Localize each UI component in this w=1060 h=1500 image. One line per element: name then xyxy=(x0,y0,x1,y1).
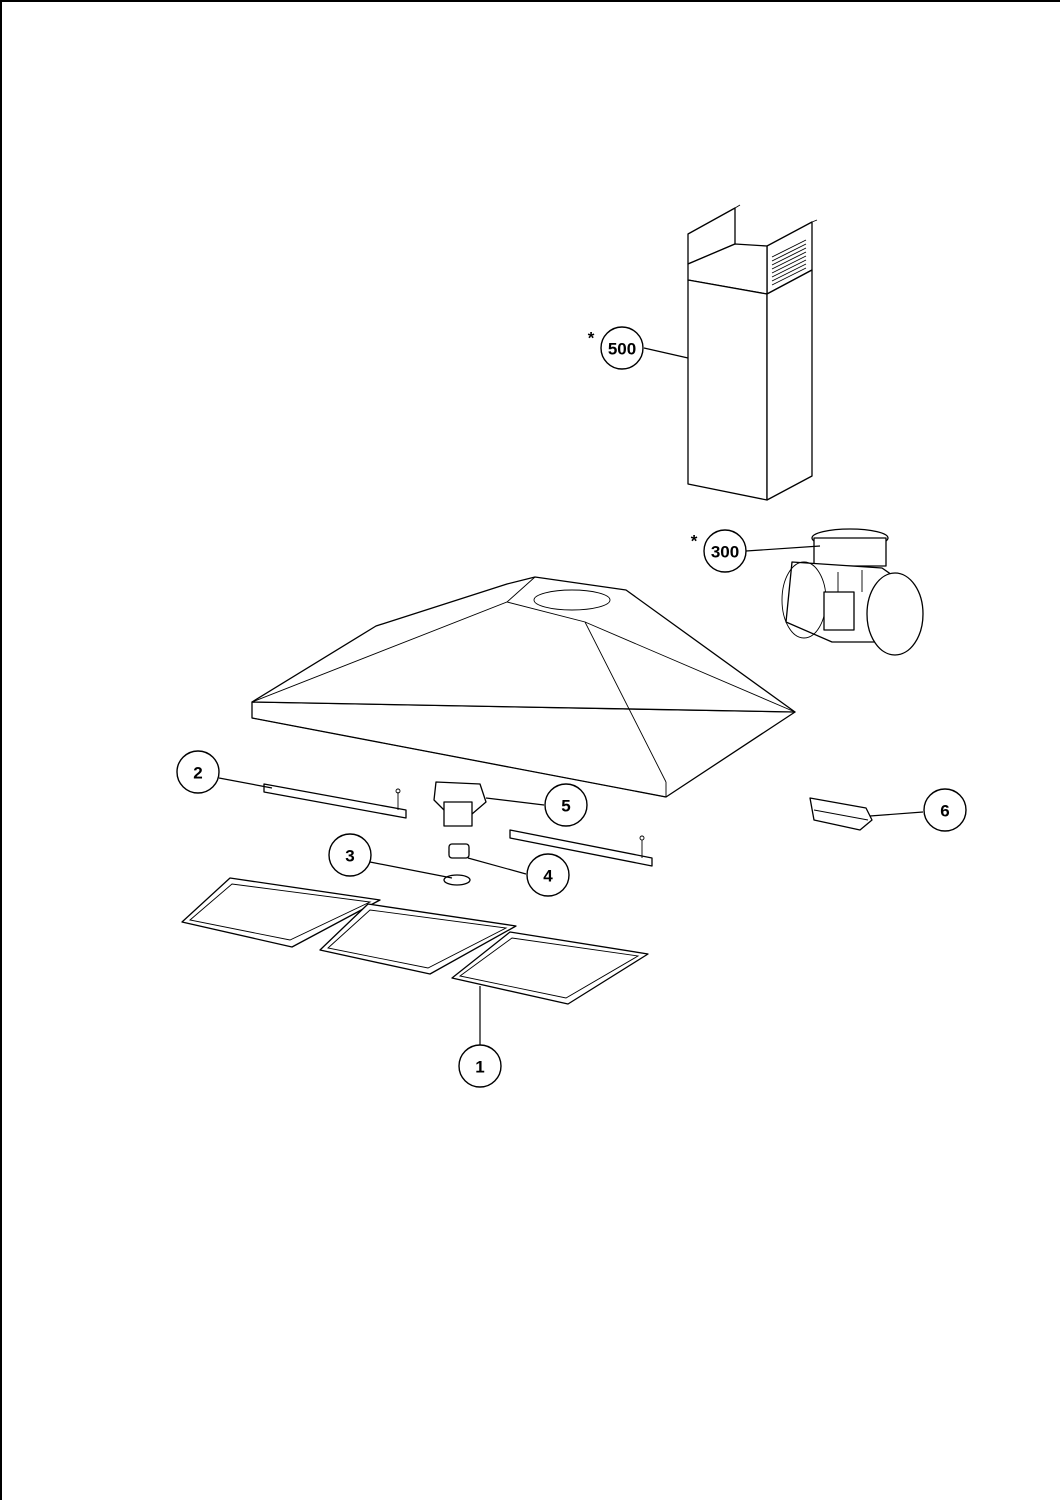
chimney-duct xyxy=(687,204,818,501)
callout-circle xyxy=(176,750,220,794)
callout-label: 300 xyxy=(711,543,739,562)
control-box xyxy=(433,781,487,827)
star-marker: * xyxy=(691,532,698,551)
callout-5: 5 xyxy=(544,783,588,827)
callout-300: 300 * xyxy=(691,529,747,573)
callout-4: 4 xyxy=(526,853,570,897)
callout-label: 4 xyxy=(543,867,553,886)
callout-label: 3 xyxy=(345,847,354,866)
lamp-ring xyxy=(443,874,471,886)
callout-label: 1 xyxy=(475,1058,484,1077)
callout-circle xyxy=(923,788,967,832)
filter-rail-right xyxy=(509,829,653,867)
grease-filter-1 xyxy=(181,877,381,948)
callout-label: 6 xyxy=(940,802,949,821)
callout-label: 2 xyxy=(193,764,202,783)
callout-label: 500 xyxy=(608,340,636,359)
grease-filter-2 xyxy=(319,903,517,975)
callout-circle xyxy=(526,853,570,897)
filter-rail-left xyxy=(263,783,407,819)
callout-circle xyxy=(328,833,372,877)
callout-circle xyxy=(458,1044,502,1088)
lamp-unit xyxy=(809,797,873,831)
callout-2: 2 xyxy=(176,750,220,794)
hood-canopy xyxy=(251,576,796,798)
motor-fan-unit xyxy=(781,528,924,656)
callout-circle xyxy=(544,783,588,827)
callout-6: 6 xyxy=(923,788,967,832)
callout-1: 1 xyxy=(458,1044,502,1088)
callout-500: 500 * xyxy=(588,326,644,370)
callout-circle xyxy=(703,529,747,573)
callout-circle xyxy=(600,326,644,370)
callout-label: 5 xyxy=(561,797,570,816)
callout-3: 3 xyxy=(328,833,372,877)
grease-filter-3 xyxy=(451,931,649,1005)
star-marker: * xyxy=(588,329,595,348)
lamp-holder xyxy=(448,843,470,859)
callout-group: 500 * 300 * 2 5 6 3 4 1 xyxy=(176,326,967,1088)
